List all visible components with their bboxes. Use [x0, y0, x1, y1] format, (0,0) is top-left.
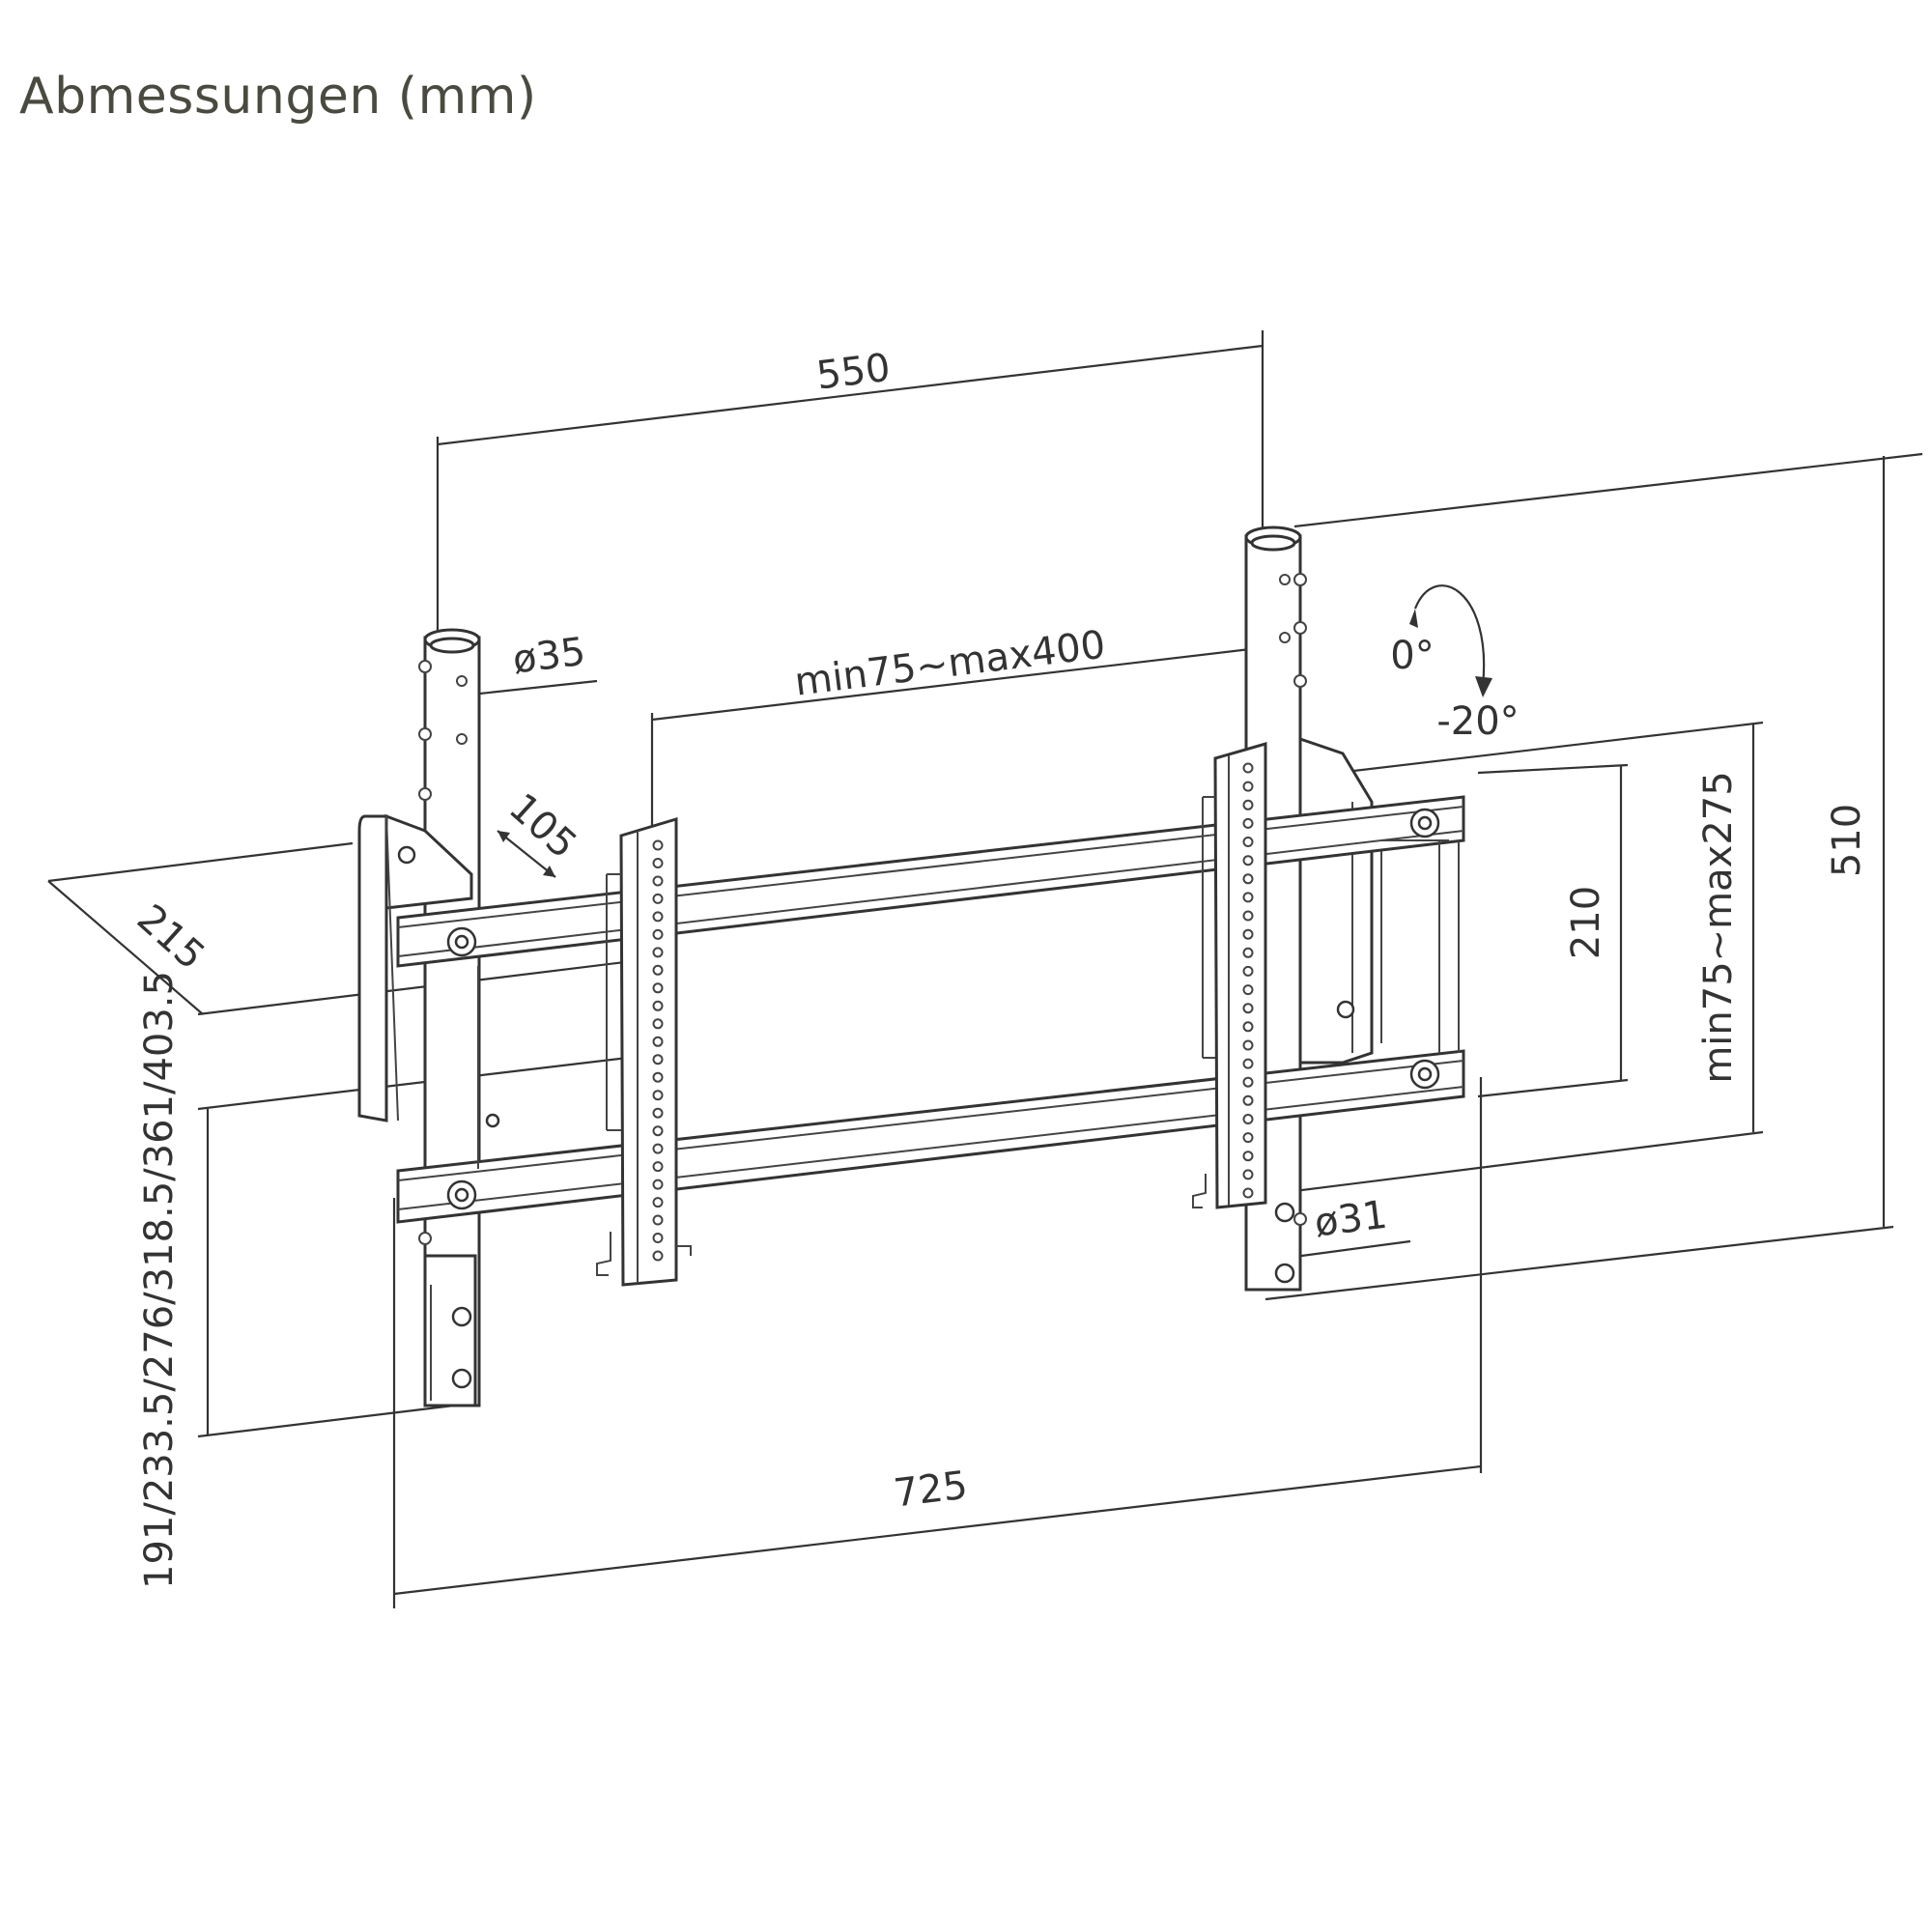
- page-title: Abmessungen (mm): [19, 68, 537, 126]
- adapter-hole: [652, 928, 664, 940]
- label-wall-offset: 105: [500, 785, 585, 867]
- label-adapter-range: min75~max400: [792, 623, 1108, 705]
- label-tilt-end: -20°: [1436, 699, 1519, 744]
- adapter-hole: [1242, 1187, 1254, 1199]
- adapter-hole: [652, 858, 664, 868]
- right-vertical-arm: [1192, 742, 1267, 1209]
- adapter-hole: [652, 964, 664, 976]
- adapter-hole: [652, 1107, 664, 1119]
- adapter-hole: [652, 911, 664, 923]
- adapter-hole: [652, 1090, 664, 1101]
- adapter-hole: [1242, 817, 1254, 829]
- adapter-hole: [652, 1125, 664, 1137]
- adapter-hole: [1242, 873, 1254, 885]
- adapter-hole: [652, 1197, 664, 1208]
- adapter-hole: [652, 1233, 664, 1243]
- adapter-hole: [1242, 855, 1254, 867]
- adapter-hole: [1242, 1039, 1254, 1051]
- adapter-hole: [1242, 762, 1254, 774]
- label-total-height: 510: [1825, 804, 1869, 877]
- side-rails: [477, 840, 1460, 1169]
- adapter-hole: [1242, 965, 1254, 977]
- adapter-hole: [1242, 837, 1254, 847]
- adapter-hole: [652, 1250, 664, 1262]
- adapter-hole: [1242, 1094, 1254, 1106]
- adapter-hole: [1242, 1151, 1254, 1162]
- adapter-hole: [1242, 1132, 1254, 1144]
- label-pole-diameter-bottom: ø31: [1312, 1193, 1389, 1246]
- label-pole-spacing: 550: [814, 346, 893, 399]
- adapter-hole: [1242, 1114, 1254, 1124]
- adapter-hole: [652, 1161, 664, 1173]
- adapter-hole: [652, 1000, 664, 1011]
- label-rail-spacing: 210: [1564, 886, 1608, 959]
- adapter-hole: [1242, 1169, 1254, 1180]
- adapter-hole: [1242, 799, 1254, 810]
- adapter-hole: [652, 1214, 664, 1226]
- adapter-hole: [1242, 1003, 1254, 1014]
- left-mount-bracket: [357, 813, 473, 1122]
- label-vertical-range: min75~max275: [1696, 771, 1741, 1083]
- adapter-hole: [1242, 928, 1254, 940]
- adapter-hole: [1242, 1058, 1254, 1069]
- left-vertical-arm: [596, 816, 692, 1287]
- label-drop-lengths: 191/233.5/276/318.5/361/403.5: [137, 971, 182, 1589]
- adapter-hole: [1242, 1021, 1254, 1033]
- dimension-labels: 550 ø35 min75~max400 0° -20° 105 215 510…: [128, 346, 1869, 1589]
- adapter-hole: [652, 1054, 664, 1065]
- adapter-hole: [1242, 910, 1254, 922]
- left-pole: [418, 628, 481, 1407]
- adapter-hole: [652, 875, 664, 887]
- label-tilt-start: 0°: [1390, 634, 1434, 678]
- right-mount-bracket: [1298, 736, 1382, 1065]
- adapter-hole: [1242, 892, 1254, 903]
- adapter-hole: [652, 982, 664, 994]
- label-pole-diameter-top: ø35: [510, 630, 587, 683]
- adapter-hole: [652, 1071, 664, 1083]
- adapter-hole: [1242, 947, 1254, 958]
- dimension-lines: [47, 330, 1923, 1608]
- adapter-hole: [652, 839, 664, 851]
- adapter-hole: [652, 1143, 664, 1154]
- adapter-hole: [652, 1179, 664, 1190]
- adapter-hole: [652, 893, 664, 904]
- label-total-width: 725: [892, 1463, 970, 1517]
- adapter-hole: [652, 1018, 664, 1030]
- adapter-hole: [1242, 1076, 1254, 1088]
- label-depth: 215: [128, 896, 213, 979]
- lower-rail: [396, 1049, 1465, 1224]
- adapter-holes: [652, 762, 1254, 1262]
- adapter-hole: [652, 1036, 664, 1047]
- adapter-hole: [1242, 984, 1254, 996]
- adapter-hole: [652, 947, 664, 958]
- adapter-hole: [1242, 781, 1254, 792]
